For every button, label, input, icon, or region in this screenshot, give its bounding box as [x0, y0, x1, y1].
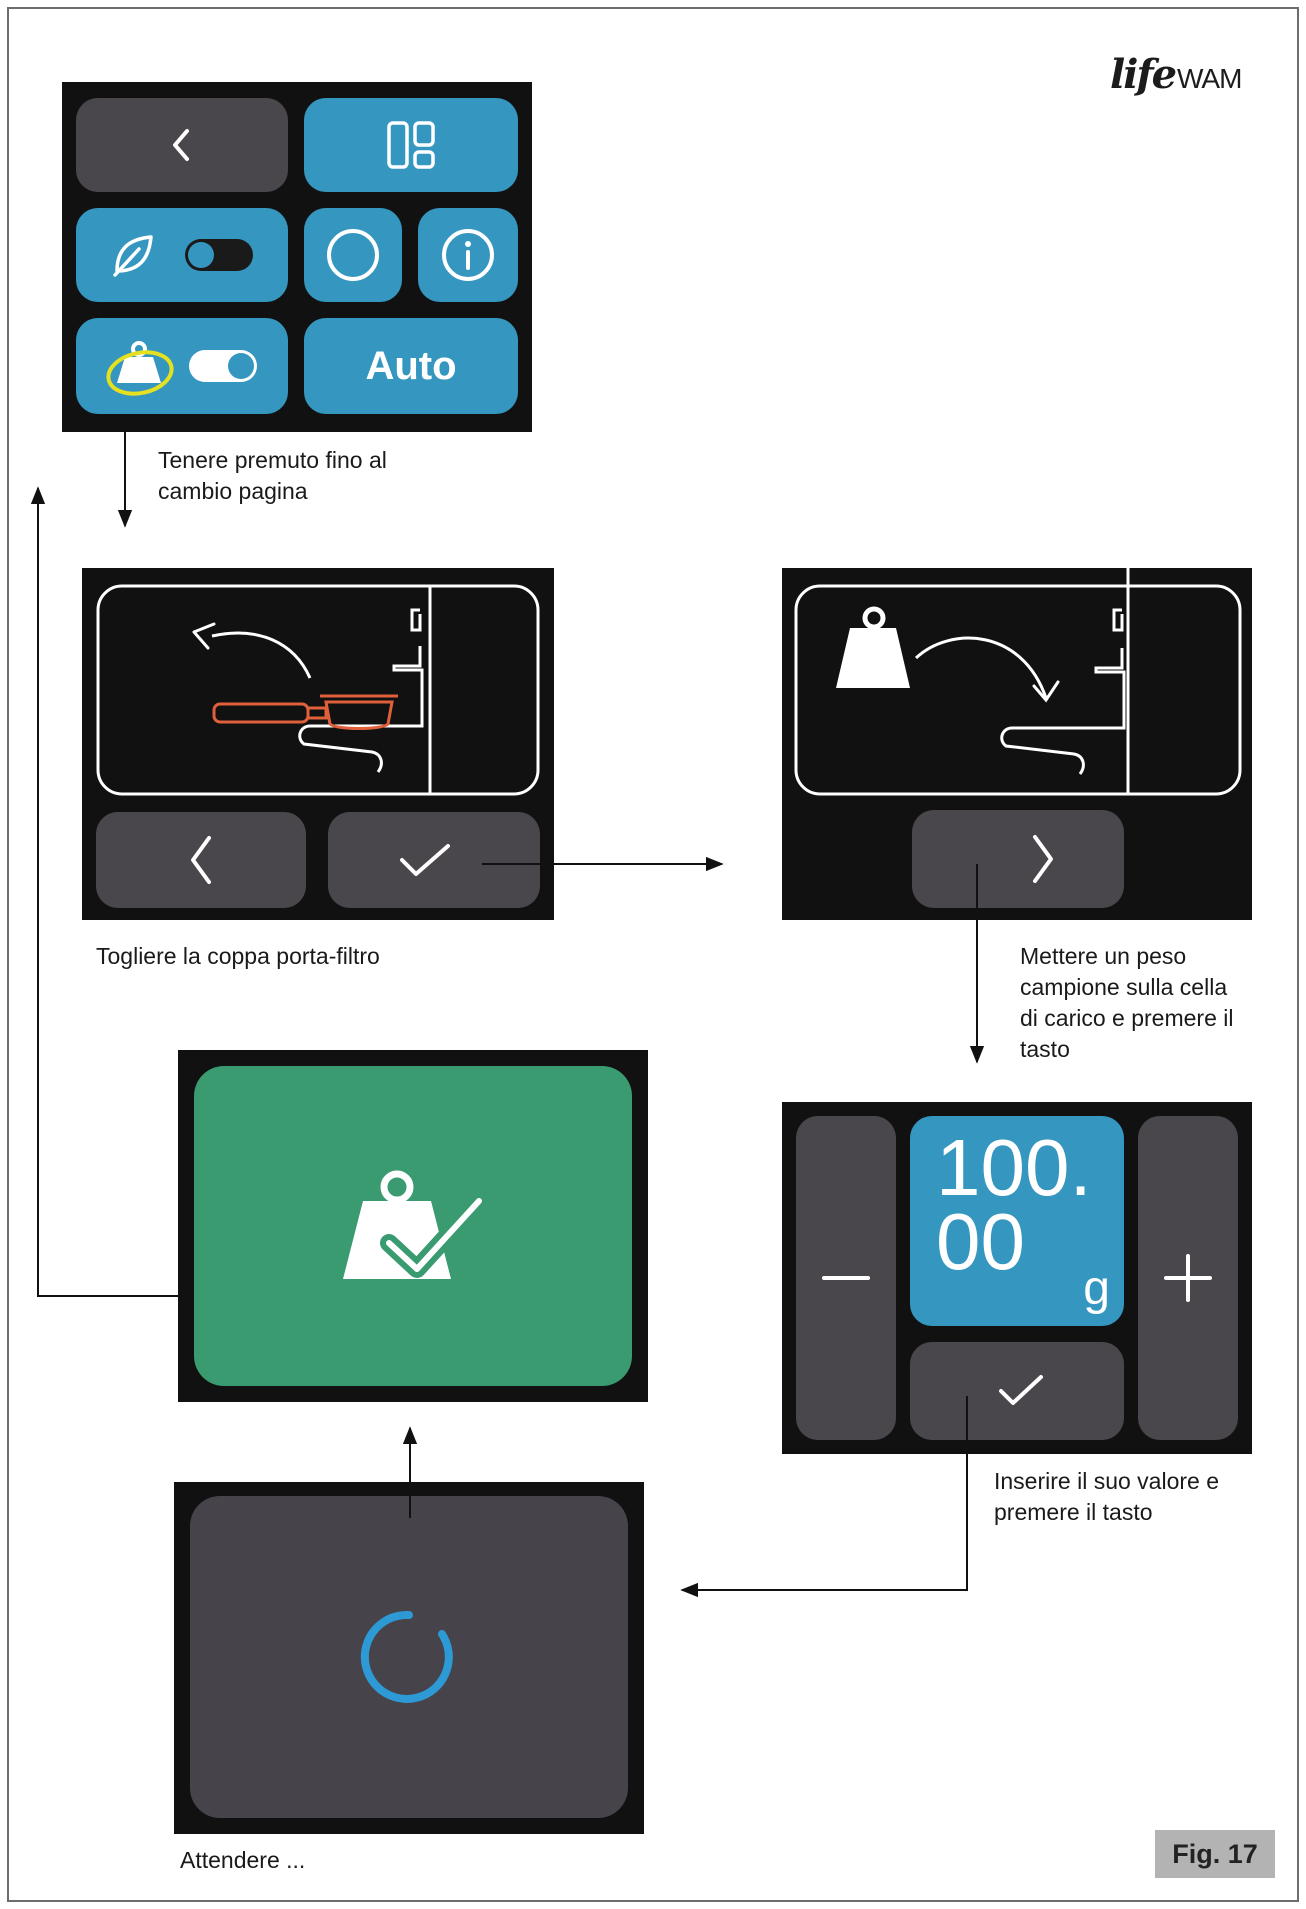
checkmark-icon	[999, 1375, 1043, 1405]
waiting-screen	[174, 1482, 644, 1834]
auto-button-label: Auto	[365, 343, 457, 388]
scale-toggle-switch-icon[interactable]	[187, 348, 259, 384]
waiting-panel	[190, 1496, 628, 1818]
caption-remove-cup-line1: Togliere la coppa porta-filtro	[96, 943, 380, 969]
logo-script: life	[1110, 51, 1177, 98]
plus-icon	[1164, 1254, 1212, 1302]
remove-cup-screen	[82, 568, 554, 920]
caption-wait: Attendere ...	[180, 1845, 305, 1876]
place-weight-screen	[782, 568, 1252, 920]
minus-icon	[822, 1276, 870, 1280]
place-weight-illustration	[794, 568, 1242, 796]
circle-button[interactable]	[304, 208, 402, 302]
back-button[interactable]	[76, 98, 288, 192]
calibration-success-screen	[178, 1050, 648, 1402]
caption-enter-value-line2: premere il tasto	[994, 1499, 1153, 1525]
lifewam-logo: life WAM	[1110, 48, 1242, 98]
caption-place-weight-line2: campione sulla cella	[1020, 974, 1228, 1000]
logo-brand: WAM	[1177, 63, 1242, 94]
layout-button[interactable]	[304, 98, 518, 192]
value-line1: 100.	[936, 1123, 1092, 1212]
layout-icon	[387, 121, 435, 169]
caption-hold-line1: Tenere premuto fino al	[158, 447, 387, 473]
page-frame	[7, 7, 1299, 1902]
loading-spinner-icon	[360, 1610, 453, 1703]
chevron-right-icon	[1033, 835, 1053, 883]
value-line2: 00	[936, 1197, 1025, 1286]
value-display[interactable]: 100. 00 g	[910, 1116, 1124, 1326]
chevron-left-icon	[191, 836, 211, 884]
weight-check-icon	[343, 1170, 488, 1279]
value-confirm-button[interactable]	[910, 1342, 1124, 1440]
caption-place-weight-line1: Mettere un peso	[1020, 943, 1187, 969]
caption-hold-line2: cambio pagina	[158, 478, 308, 504]
success-panel	[194, 1066, 632, 1386]
decrease-button[interactable]	[796, 1116, 896, 1440]
caption-hold: Tenere premuto fino al cambio pagina	[158, 445, 387, 507]
leaf-icon	[113, 235, 153, 277]
settings-menu-screen: Auto	[62, 82, 532, 432]
figure-label: Fig. 17	[1155, 1830, 1275, 1878]
chevron-left-icon	[173, 129, 189, 161]
scale-toggle-button[interactable]	[76, 318, 288, 414]
remove-cup-illustration	[96, 584, 540, 796]
caption-place-weight-line3: di carico e premere il	[1020, 1005, 1234, 1031]
caption-place-weight: Mettere un peso campione sulla cella di …	[1020, 941, 1233, 1065]
enter-value-screen: 100. 00 g	[782, 1102, 1252, 1454]
caption-enter-value: Inserire il suo valore e premere il tast…	[994, 1466, 1219, 1528]
auto-button[interactable]: Auto	[304, 318, 518, 414]
remove-cup-back-button[interactable]	[96, 812, 306, 908]
eco-toggle-button[interactable]	[76, 208, 288, 302]
caption-enter-value-line1: Inserire il suo valore e	[994, 1468, 1219, 1494]
caption-wait-line1: Attendere ...	[180, 1847, 306, 1873]
remove-cup-confirm-button[interactable]	[328, 812, 540, 908]
increase-button[interactable]	[1138, 1116, 1238, 1440]
eco-toggle-switch-icon[interactable]	[183, 237, 255, 273]
place-weight-next-button[interactable]	[912, 810, 1124, 908]
info-button[interactable]	[418, 208, 518, 302]
caption-place-weight-line4: tasto	[1020, 1036, 1070, 1062]
checkmark-icon	[400, 844, 450, 876]
weight-icon	[106, 341, 174, 396]
value-unit: g	[1083, 1262, 1110, 1315]
info-icon	[442, 229, 494, 281]
circle-icon	[327, 229, 379, 281]
caption-remove-cup: Togliere la coppa porta-filtro	[96, 941, 380, 972]
